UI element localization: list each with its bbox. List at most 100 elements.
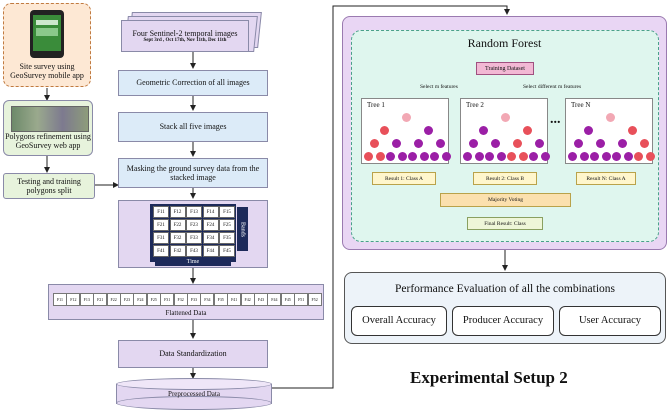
- final-result-box: Final Result: Class: [467, 217, 543, 230]
- tree-node: [392, 139, 401, 148]
- matrix-cell: F45: [219, 245, 235, 257]
- tree-2-box: Tree 2: [460, 98, 550, 164]
- standardization-label: Data Standardization: [159, 349, 227, 359]
- temporal-images-dates: Sept 3rd , Oct 17th, Nov 11th, Dec 11th: [143, 37, 227, 43]
- flattened-cell: F51: [294, 293, 309, 306]
- select-m-label: Select m features: [420, 84, 458, 90]
- tree-node: [491, 139, 500, 148]
- flattened-cell: F21: [93, 293, 108, 306]
- result-1-label: Result 1: Class A: [384, 175, 424, 182]
- tree-node: [370, 139, 379, 148]
- matrix-cell: F13: [186, 206, 202, 218]
- temporal-images-title: Four Sentinel-2 temporal images: [132, 28, 238, 38]
- tree-node: [386, 152, 395, 161]
- tree-node: [424, 126, 433, 135]
- flattened-cell: F22: [106, 293, 121, 306]
- random-forest-title: Random Forest: [467, 36, 542, 50]
- result-n-box: Result N: Class A: [576, 172, 636, 185]
- tree-1-label: Tree 1: [367, 101, 385, 109]
- masking-label: Masking the ground survey data from the …: [126, 163, 260, 182]
- result-2-box: Result 2: Class B: [473, 172, 537, 185]
- matrix-cell: F41: [153, 245, 169, 257]
- flattened-cell: F34: [200, 293, 215, 306]
- tree-node: [529, 152, 538, 161]
- matrix-cell: F34: [202, 232, 219, 244]
- site-survey-box: Site survey using GeoSurvey mobile app: [3, 3, 91, 87]
- tree-1-box: Tree 1: [361, 98, 451, 164]
- geometric-correction-label: Geometric Correction of all images: [136, 78, 250, 88]
- tree-node: [646, 152, 655, 161]
- majority-voting-box: Majority Voting: [440, 193, 571, 207]
- tree-node: [541, 152, 550, 161]
- training-dataset-box: Training Dataset: [476, 62, 534, 75]
- stack-images-box: Stack all five images: [118, 112, 268, 142]
- producer-accuracy-box: Producer Accuracy: [452, 306, 554, 336]
- tree-node: [398, 152, 407, 161]
- select-different-m-label: Select different m features: [523, 84, 582, 90]
- preprocessed-label: Preprocessed Data: [168, 390, 220, 398]
- flattened-cell: F11: [53, 293, 67, 306]
- tree-node: [628, 126, 637, 135]
- tree-node: [479, 126, 488, 135]
- tree-node: [463, 152, 472, 161]
- tree-node: [523, 126, 532, 135]
- performance-title: Performance Evaluation of all the combin…: [394, 283, 616, 295]
- tree-node: [414, 139, 423, 148]
- flattened-cell: F32: [173, 293, 188, 306]
- testing-training-box: Testing and training polygons split: [3, 173, 95, 199]
- time-label: Time: [155, 258, 231, 266]
- tree-node: [535, 139, 544, 148]
- tree-node: [584, 126, 593, 135]
- tree-node: [469, 139, 478, 148]
- standardization-box: Data Standardization: [118, 340, 268, 368]
- matrix-cell: F44: [202, 245, 219, 257]
- flattened-cell: F52: [307, 293, 322, 306]
- testing-training-label: Testing and training polygons split: [17, 176, 81, 195]
- phone-icon: [30, 10, 64, 58]
- matrix-cell: F12: [169, 206, 186, 218]
- tree-node: [497, 152, 506, 161]
- matrix-cell: F15: [219, 206, 235, 218]
- flattened-cell: F12: [66, 293, 81, 306]
- tree-node: [507, 152, 516, 161]
- site-survey-label: Site survey using GeoSurvey mobile app: [10, 61, 84, 80]
- matrix-cell: F25: [219, 219, 235, 231]
- tree-node: [513, 139, 522, 148]
- flattened-cell: F45: [280, 293, 295, 306]
- tree-node: [501, 113, 510, 122]
- tree-node: [485, 152, 494, 161]
- tree-2-label: Tree 2: [466, 101, 484, 109]
- matrix-cell: F24: [202, 219, 219, 231]
- tree-node: [436, 139, 445, 148]
- user-accuracy-box: User Accuracy: [559, 306, 661, 336]
- tree-node: [596, 139, 605, 148]
- tree-n-label: Tree N: [571, 101, 591, 109]
- flattened-cell: F33: [187, 293, 201, 306]
- flattened-cell: F44: [267, 293, 282, 306]
- overall-accuracy-box: Overall Accuracy: [351, 306, 447, 336]
- bands-label: Bands: [237, 207, 248, 251]
- producer-accuracy-label: Producer Accuracy: [462, 314, 544, 326]
- result-1-box: Result 1: Class A: [372, 172, 436, 185]
- flattened-cell: F24: [133, 293, 148, 306]
- flattened-cell: F31: [160, 293, 175, 306]
- matrix-cell: F32: [169, 232, 186, 244]
- tree-node: [519, 152, 528, 161]
- final-result-label: Final Result: Class: [484, 220, 526, 227]
- result-n-label: Result N: Class A: [586, 175, 626, 182]
- tree-node: [408, 152, 417, 161]
- ellipsis: ...: [550, 112, 561, 127]
- tree-node: [606, 113, 615, 122]
- tree-node: [420, 152, 429, 161]
- tree-node: [364, 152, 373, 161]
- matrix-cell: F33: [186, 232, 202, 244]
- geometric-correction-box: Geometric Correction of all images: [118, 70, 268, 96]
- training-dataset-label: Training Dataset: [485, 65, 525, 72]
- tree-node: [442, 152, 451, 161]
- masking-box: Masking the ground survey data from the …: [118, 158, 268, 188]
- tree-node: [430, 152, 439, 161]
- matrix-cell: F43: [186, 245, 202, 257]
- matrix-cell: F23: [186, 219, 202, 231]
- caption: Experimental Setup 2: [410, 368, 568, 387]
